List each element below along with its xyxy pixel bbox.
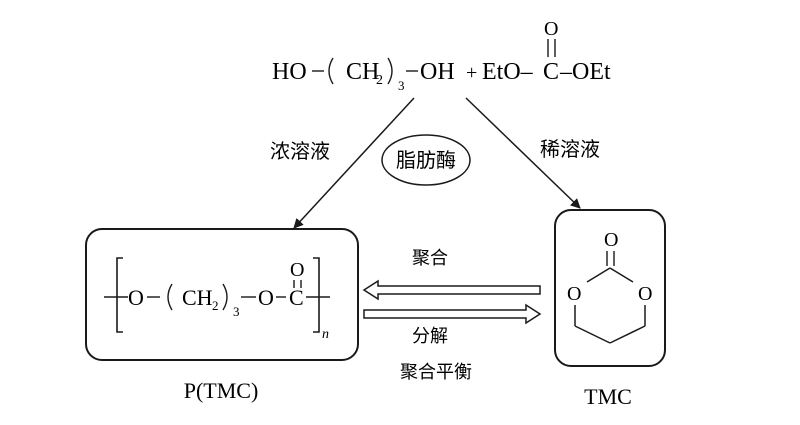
polymer-n: n <box>322 327 329 342</box>
reactants: HO CH 2 3 OH + EtO– C –OEt O <box>272 18 611 93</box>
arrow-decompose <box>363 303 542 325</box>
tmc-ring-oxygen-left: O <box>567 283 581 305</box>
bracket-right <box>313 257 320 333</box>
diol-sub: 2 <box>376 73 383 88</box>
polymer-structure: O CH 2 3 O C O n <box>104 257 330 342</box>
tmc-ring-oxygen-right: O <box>638 283 652 305</box>
polymer-o1: O <box>128 285 144 310</box>
polymer-repeat: 3 <box>233 304 240 319</box>
paren-right <box>222 283 228 311</box>
label-dilute: 稀溶液 <box>540 137 600 161</box>
ring-bond <box>609 325 646 344</box>
diol-repeat: 3 <box>398 78 405 93</box>
arrow-polymerize <box>362 279 541 301</box>
polymer-carbonyl-oxygen: O <box>290 259 304 281</box>
polymer-box <box>85 228 359 361</box>
carbonate-oet: –OEt <box>559 59 611 85</box>
label-equilibrium: 聚合平衡 <box>400 362 472 383</box>
arrow-to-polymer <box>293 97 415 229</box>
ring-bond <box>609 267 634 283</box>
bracket-left <box>116 257 123 333</box>
carbonate-eto: EtO– <box>482 59 534 85</box>
tmc-ring: O O O <box>567 229 652 344</box>
carbonate-oxygen: O <box>544 18 558 40</box>
paren-left <box>167 283 173 311</box>
paren-left <box>328 57 334 85</box>
paren-right <box>387 57 393 85</box>
polymer-ch: CH <box>182 285 213 310</box>
diol-oh: OH <box>420 59 455 85</box>
diol-ch: CH <box>346 59 379 85</box>
diol-ho: HO <box>272 59 307 85</box>
carbonate-c: C <box>543 59 559 85</box>
label-enzyme: 脂肪酶 <box>396 148 456 172</box>
enzyme-ellipse <box>381 134 471 186</box>
label-decompose: 分解 <box>412 326 448 347</box>
ring-bond <box>574 325 611 344</box>
plus-sign: + <box>466 62 477 84</box>
polymer-caption: P(TMC) <box>184 378 259 403</box>
monomer-box <box>554 209 666 367</box>
polymer-sub: 2 <box>212 298 219 313</box>
polymer-o2: O <box>258 285 274 310</box>
tmc-carbonyl-oxygen: O <box>604 229 618 251</box>
label-concentrated: 浓溶液 <box>270 139 330 163</box>
monomer-caption: TMC <box>584 384 632 409</box>
label-polymerize: 聚合 <box>412 248 448 269</box>
arrow-to-monomer <box>465 97 581 209</box>
polymer-carbon: C <box>289 285 304 310</box>
ring-bond <box>586 267 611 283</box>
